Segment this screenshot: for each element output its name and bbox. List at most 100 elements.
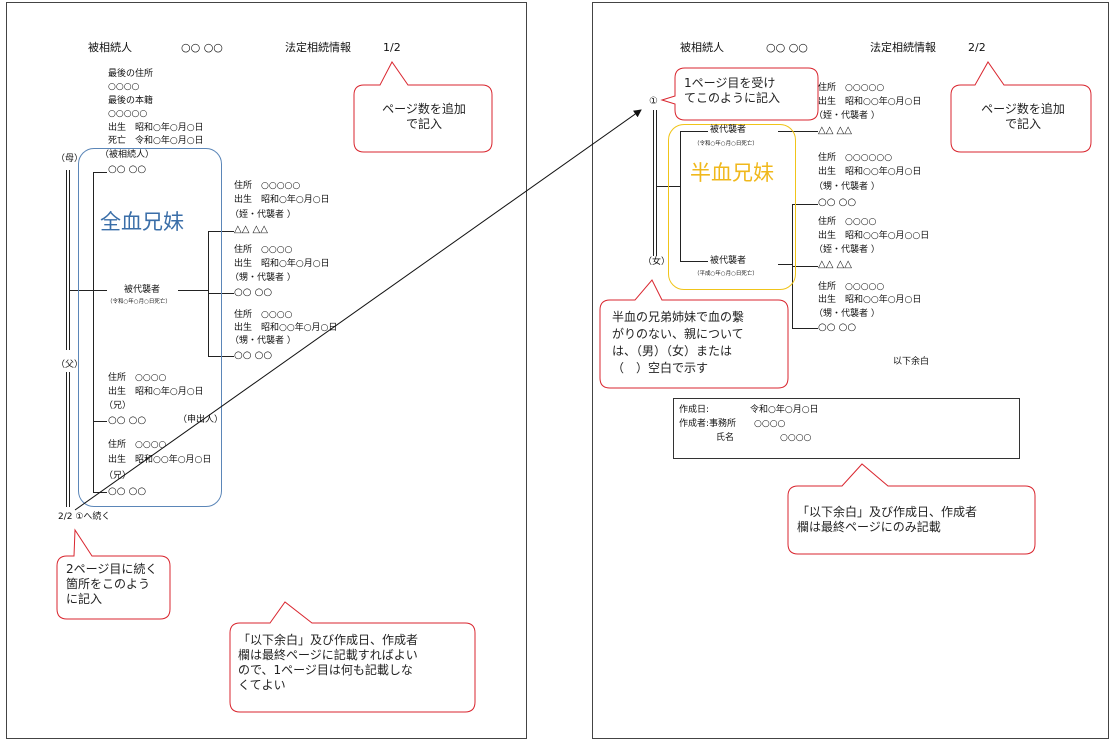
p1-callout-continue-text: 2ページ目に続く 箇所をこのよう に記入 [66, 562, 166, 607]
p2-header-name: ○○ ○○ [766, 41, 808, 54]
p2-creator-date-label: 作成日: [679, 405, 710, 415]
p2-callout-bottom-bubble [787, 463, 1036, 555]
p2-sub2-label: 被代襲者 [710, 256, 747, 266]
p2-half-blood-box [668, 124, 796, 290]
p1-brother1-relation: （兄） [104, 401, 132, 411]
p1-sibling-vline [93, 172, 94, 492]
p2-creator-office: ○○○○ [754, 419, 786, 429]
p1-callout-bottom-bubble [229, 601, 476, 713]
p2-heir2-relation: （姪・代襲者 ） [814, 245, 880, 255]
p1-last-domicile-label: 最後の本籍 [108, 96, 154, 106]
p1-brother2-address: 住所 ○○○○ [108, 440, 167, 450]
p2-callout-pages-line: ページ数を追加 で記入 [981, 102, 1065, 131]
p2-heir3-address: 住所 ○○○○○ [818, 282, 885, 292]
p2-sub1-branch [680, 131, 708, 132]
p2-sub1-death: （令和○年○月○日死亡） [694, 141, 758, 147]
p1-full-blood-box [78, 148, 222, 507]
p1-heir3-name: ○○ ○○ [234, 350, 273, 361]
p2-heir3-birth: 出生 昭和○○年○月○日 [818, 295, 922, 305]
p1-brother1-address: 住所 ○○○○ [108, 373, 167, 383]
p1-substitute-death: （令和○年○月○日死亡） [107, 299, 171, 305]
p2-child3-branch [792, 328, 818, 329]
p1-heir3-birth: 出生 昭和○○年○月○日 [234, 323, 338, 333]
p1-parent-line-c [66, 372, 67, 507]
p1-last-address: ○○○○ [108, 82, 140, 92]
p2-callout-pages-text: ページ数を追加 で記入 [958, 102, 1088, 132]
p2-sub2-branch [680, 261, 708, 262]
p2-sub2-death: （平成○年○月○日死亡） [694, 271, 758, 277]
p1-parent-branch [69, 290, 93, 291]
p1-callout-continue-bubble [56, 528, 171, 620]
p2-remainder: 以下余白 [893, 357, 930, 367]
p2-top-relation: （姪・代襲者 ） [814, 111, 880, 121]
p2-callout-half-text: 半血の兄弟姉妹で血の繋 がりのない、親について は、（男）（女）または （ ）空… [612, 309, 788, 377]
p1-heir2-relation: （甥・代襲者 ） [230, 273, 296, 283]
p1-heir3-relation: （甥・代襲者 ） [230, 336, 296, 346]
p1-parent-line-d [69, 372, 70, 507]
p1-callout-bottom-line: 「以下余白」及び作成日、作成者 欄は最終ページに記載すればよい ので、1ページ目… [238, 633, 419, 692]
p1-brother2-relation: （兄） [104, 471, 132, 481]
p1-heir1-birth: 出生 昭和○年○月○日 [234, 195, 330, 205]
p1-heir2-birth: 出生 昭和○年○月○日 [234, 259, 330, 269]
p1-brother1-birth: 出生 昭和○年○月○日 [108, 387, 204, 397]
p2-header-title: 法定相続情報 [870, 41, 936, 54]
p2-callout-half-bubble [599, 279, 789, 389]
p2-mother-label: （女） [643, 257, 671, 267]
p2-callout-half-line: 半血の兄弟姉妹で血の繋 がりのない、親について は、（男）（女）または （ ）空… [612, 310, 745, 375]
p2-callout-bottom-line: 「以下余白」及び作成日、作成者 欄は最終ページにのみ記載 [797, 505, 978, 534]
p1-header-page-no: 1/2 [383, 41, 401, 54]
p1-heir1-relation: （姪・代襲者 ） [230, 210, 296, 220]
p1-callout-continue-line: 2ページ目に続く 箇所をこのよう に記入 [66, 562, 158, 606]
p2-sub2-to-children [778, 264, 792, 265]
p1-last-address-label: 最後の住所 [108, 69, 154, 79]
p1-callout-pages-text: ページ数を追加 で記入 [362, 102, 486, 132]
p2-callout-top-bubble [660, 67, 819, 121]
p1-parent-line-b [69, 170, 70, 350]
p1-last-domicile: ○○○○○ [108, 109, 148, 119]
p1-mother-label: （母） [56, 154, 84, 164]
p1-brother1-note: （申出人） [178, 415, 224, 425]
p1-deceased-birth: 出生 昭和○年○月○日 [108, 123, 204, 133]
p1-deceased-branch [93, 172, 107, 173]
p1-heir1-address: 住所 ○○○○○ [234, 181, 301, 191]
p1-heir2-address: 住所 ○○○○ [234, 245, 293, 255]
p1-heir2-name: ○○ ○○ [234, 287, 273, 298]
p1-callout-pages-bubble [353, 61, 493, 153]
p2-sub1-to-heir [778, 131, 818, 132]
p2-parent-line-a [653, 110, 654, 256]
p1-header-label: 被相続人 [88, 41, 132, 54]
p2-creator-name: ○○○○ [780, 433, 812, 443]
p2-sub1-label: 被代襲者 [710, 125, 747, 135]
p2-creator-box [673, 398, 1020, 459]
p2-callout-top-line: 1ページ目を受け てこのように記入 [684, 76, 781, 105]
p2-heir2-birth: 出生 昭和○○年○月○○日 [818, 231, 930, 241]
p2-callout-pages-bubble [950, 61, 1092, 153]
p1-heir1-name: △△ △△ [234, 224, 268, 235]
p2-callout-top-text: 1ページ目を受け てこのように記入 [684, 76, 816, 106]
p2-top-name: △△ △△ [818, 125, 852, 136]
p2-top-birth: 出生 昭和○○年○月○日 [818, 97, 922, 107]
p2-sibling-vline [680, 131, 681, 261]
p1-deceased-name: ○○ ○○ [108, 164, 147, 175]
p1-callout-pages-line: ページ数を追加 で記入 [382, 102, 466, 131]
p1-father-label: （父） [56, 360, 84, 370]
p1-brother1-name: ○○ ○○ [108, 415, 147, 426]
p2-header-label: 被相続人 [680, 41, 724, 54]
p1-callout-bottom-text: 「以下余白」及び作成日、作成者 欄は最終ページに記載すればよい ので、1ページ目… [238, 633, 473, 693]
p2-heir3-name: ○○ ○○ [818, 322, 857, 333]
p1-brother1-branch [93, 421, 107, 422]
p2-child2-branch [792, 266, 818, 267]
p2-creator-name-label: 氏名 [716, 433, 735, 443]
p2-marker: ① [649, 96, 658, 107]
p1-substitute-to-children [178, 290, 208, 291]
p2-heir2-address: 住所 ○○○○ [818, 217, 877, 227]
p2-top-address: 住所 ○○○○○ [818, 83, 885, 93]
p1-continue-note: 2/2 ①へ続く [58, 512, 111, 522]
p2-heir2-name: △△ △△ [818, 259, 852, 270]
p2-heir1-address: 住所 ○○○○○○ [818, 153, 893, 163]
p1-full-blood-label: 全血兄妹 [100, 210, 184, 234]
p1-parent-line-a [66, 170, 67, 350]
p1-header-name: ○○ ○○ [181, 41, 223, 54]
p2-creator-date: 令和○年○月○日 [750, 405, 819, 415]
p2-callout-bottom-text: 「以下余白」及び作成日、作成者 欄は最終ページにのみ記載 [797, 505, 1032, 535]
